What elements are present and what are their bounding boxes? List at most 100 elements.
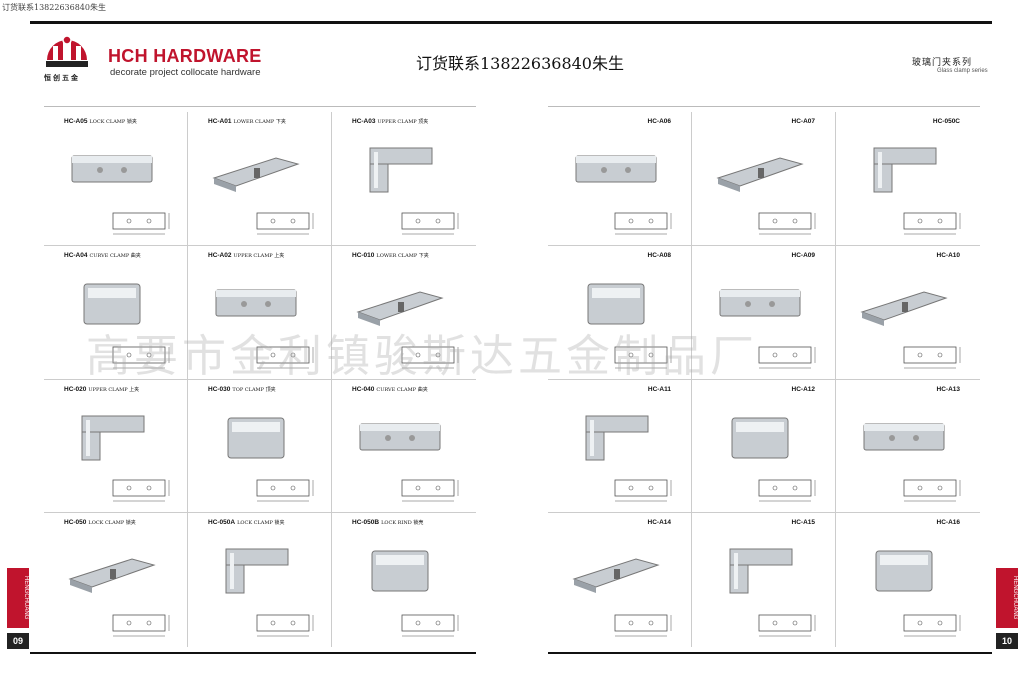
product-image xyxy=(71,155,153,183)
product-code: HC-A11 xyxy=(648,386,671,393)
technical-drawing xyxy=(903,212,961,234)
left-page-number: 09 xyxy=(7,633,29,649)
technical-drawing xyxy=(112,614,170,637)
right-product-grid: HC-A06 HC-A07 HC-050C HC-A08 HC-A09 HC-A… xyxy=(548,112,980,647)
product-code: HC-A16 xyxy=(937,519,960,526)
product-image xyxy=(873,147,937,193)
product-code: HC-A15 xyxy=(792,519,815,526)
technical-drawing xyxy=(758,614,816,637)
product-cell: HC-A15 xyxy=(692,513,836,647)
product-code-label: HC-030 xyxy=(208,385,231,393)
product-description: LOWER CLAMP 下夹 xyxy=(376,252,429,259)
product-description: UPPER CLAMP 上夹 xyxy=(88,386,140,393)
right-side-tab: HENGCHUANG xyxy=(996,568,1018,628)
technical-drawing xyxy=(256,614,314,637)
product-image xyxy=(875,550,933,592)
product-code-label: HC-A16 xyxy=(936,519,960,527)
product-code: HC-A10 xyxy=(937,252,960,259)
product-description: TOP CLAMP 顶夹 xyxy=(232,386,276,393)
product-image xyxy=(356,291,444,326)
technical-drawing xyxy=(401,212,459,234)
product-code-label: HC-A13 xyxy=(936,385,960,393)
product-image xyxy=(81,415,145,460)
product-code: HC-A09 xyxy=(792,252,815,259)
technical-drawing xyxy=(256,212,314,234)
technical-drawing xyxy=(903,346,961,368)
product-code-label: HC-A02 xyxy=(208,251,232,259)
product-code-label: HC-010 xyxy=(352,251,375,259)
product-image xyxy=(227,417,285,458)
hch-logo-icon xyxy=(46,35,88,67)
product-cell: HC-A12 xyxy=(692,379,836,514)
brand-name: HCH HARDWARE xyxy=(108,46,262,66)
technical-drawing xyxy=(614,212,672,234)
product-description: LOCK CLAMP 锁夹 xyxy=(89,119,137,125)
product-cell: HC-A13 xyxy=(836,380,980,514)
technical-drawing xyxy=(903,479,961,502)
product-code: HC-A13 xyxy=(937,386,960,393)
product-code-label: HC-050C xyxy=(932,118,960,125)
product-code: HC-A14 xyxy=(648,519,671,526)
product-code-label: HC-A08 xyxy=(647,251,671,259)
product-cell: HC-050C xyxy=(836,112,980,246)
product-code-label: HC-A11 xyxy=(647,385,671,393)
product-code: HC-A06 xyxy=(648,118,671,125)
top-caption: 订货联系13822636840朱生 xyxy=(2,3,106,12)
watermark: 高要市金利镇骏斯达五金制品厂 xyxy=(86,331,758,382)
product-cell: HC-A11 xyxy=(548,379,692,514)
product-description: UPPER CLAMP 上夹 xyxy=(233,252,285,259)
product-code-label: HC-A10 xyxy=(936,251,960,259)
product-description: LOCK CLAMP 锁夹 xyxy=(88,520,136,527)
product-image xyxy=(572,558,660,594)
product-image xyxy=(716,157,804,192)
product-code-label: HC-A06 xyxy=(647,118,671,125)
technical-drawing xyxy=(401,346,459,368)
product-image xyxy=(371,550,429,592)
technical-drawing xyxy=(112,479,170,502)
series-title-cn: 玻璃门夹系列 xyxy=(912,57,973,67)
technical-drawing xyxy=(401,479,459,502)
product-image xyxy=(225,548,289,594)
product-image xyxy=(860,291,948,326)
technical-drawing xyxy=(758,346,816,368)
product-code: HC-A08 xyxy=(648,252,671,259)
product-code: HC-A12 xyxy=(792,386,815,393)
product-code-label: HC-A07 xyxy=(791,118,815,125)
left-bottom-rule xyxy=(30,652,476,654)
technical-drawing xyxy=(112,346,170,368)
technical-drawing xyxy=(401,614,459,637)
technical-drawing xyxy=(758,212,816,234)
product-code-label: HC-A15 xyxy=(791,519,815,527)
product-code-label: HC-050 xyxy=(64,519,87,527)
product-code-label: HC-020 xyxy=(64,385,87,393)
product-description: CURVE CLAMP 曲夹 xyxy=(376,386,428,393)
product-code-label: HC-A01 xyxy=(208,118,232,125)
product-cell: HC-A10 xyxy=(836,246,980,380)
product-code: HC-A07 xyxy=(792,118,815,125)
product-image xyxy=(369,147,433,193)
product-cell: HC-A09 xyxy=(692,245,836,380)
technical-drawing xyxy=(614,614,672,637)
product-image xyxy=(359,423,441,450)
order-contact: 订货联系13822636840朱生 xyxy=(416,54,624,73)
product-code: HC-050C xyxy=(933,118,960,125)
product-image xyxy=(863,423,945,450)
product-code-label: HC-A12 xyxy=(791,385,815,393)
right-page-number: 10 xyxy=(996,633,1018,649)
